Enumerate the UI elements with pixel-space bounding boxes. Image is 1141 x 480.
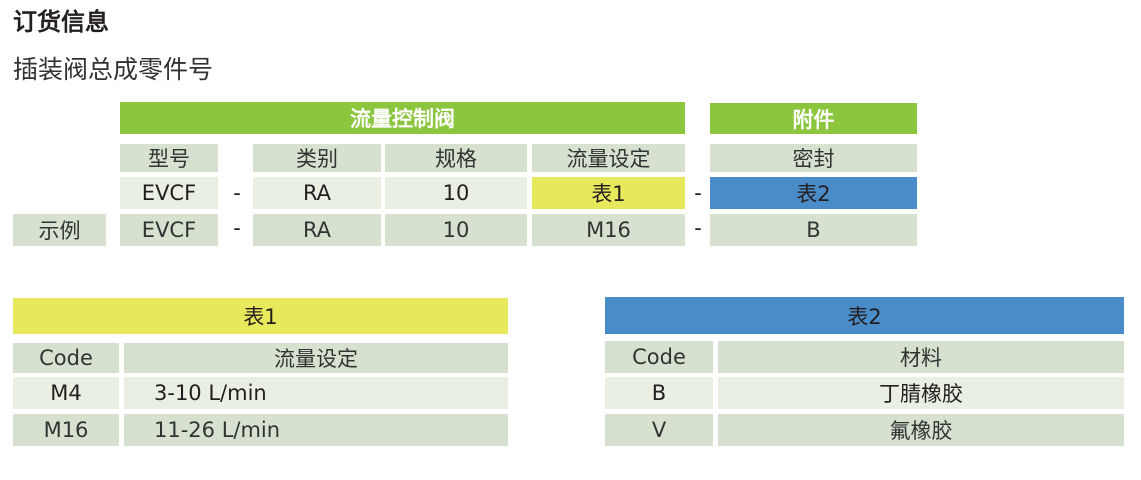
example-model: EVCF [120,214,218,246]
type-value: RA [253,177,381,209]
table1-header-flow: 流量设定 [124,343,508,373]
size-value: 10 [385,177,527,209]
table1-title: 表1 [13,298,508,334]
flow-setting-value: 表1 [532,177,685,209]
table2-code: V [605,414,713,446]
example-size: 10 [385,214,527,246]
separator-dash: - [233,216,241,240]
header-type: 类别 [253,144,381,172]
table1-flow: 3-10 L/min [124,377,508,409]
table1-code: M16 [13,414,119,446]
table2-title: 表2 [605,297,1124,334]
example-seal: B [710,214,917,246]
table2-header-code: Code [605,341,713,373]
header-size: 规格 [385,144,527,172]
table2-material: 氟橡胶 [718,414,1124,446]
example-label: 示例 [13,214,106,246]
separator-dash: - [694,181,702,205]
table1-flow: 11-26 L/min [124,414,508,446]
table1-header-code: Code [13,343,119,373]
table2-code: B [605,377,713,409]
header-flow-setting: 流量设定 [532,144,685,172]
table2-header-material: 材料 [718,341,1124,373]
example-flow-setting: M16 [532,214,685,246]
seal-value: 表2 [710,177,917,209]
page-title: 订货信息 [13,8,109,36]
model-value: EVCF [120,177,218,209]
separator-dash: - [233,181,241,205]
header-seal: 密封 [710,144,917,172]
group-header-flow-control-valve: 流量控制阀 [120,102,685,134]
group-header-accessories: 附件 [710,103,917,134]
page-subtitle: 插装阀总成零件号 [13,55,214,84]
header-model: 型号 [120,144,218,172]
table2-material: 丁腈橡胶 [718,377,1124,409]
table1-code: M4 [13,377,119,409]
separator-dash: - [694,216,702,240]
example-type: RA [253,214,381,246]
